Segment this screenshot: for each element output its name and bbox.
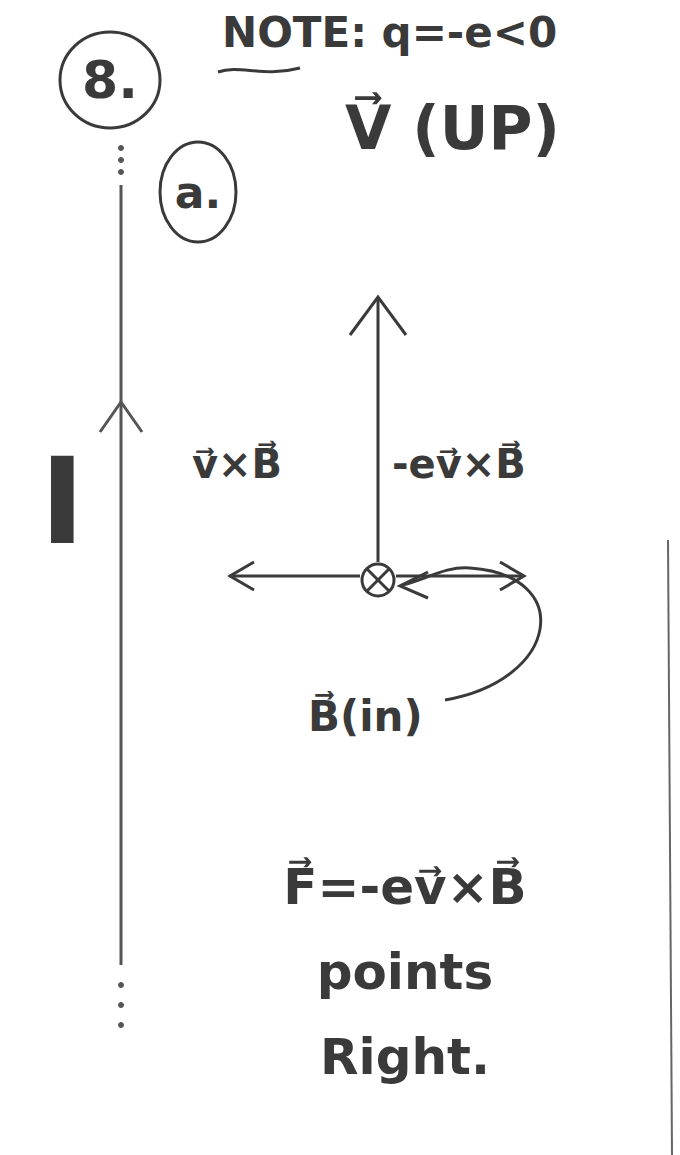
note: NOTE: q=-e<0	[222, 8, 557, 58]
callout-circle: 8.	[56, 28, 164, 132]
vector-label: B⃗(in)	[308, 692, 423, 742]
leader-curve	[400, 568, 541, 700]
field-into-page-symbol	[362, 564, 394, 596]
result-note: F⃗=-ev⃗×B⃗ points Right.	[245, 845, 565, 1100]
current-label: I	[40, 430, 85, 574]
note-underline	[218, 68, 300, 72]
callout-number: a.	[175, 167, 221, 218]
callout-circle: a.	[156, 138, 240, 246]
callout-number: 8.	[82, 50, 138, 110]
vector-label: V⃗ (UP)	[345, 92, 560, 164]
vector-label: -ev⃗×B⃗	[392, 440, 526, 488]
velocity-arrow	[350, 297, 406, 562]
force-arrows	[230, 562, 524, 590]
wire	[100, 146, 142, 1028]
vector-label: v⃗×B⃗	[192, 440, 282, 488]
margin-line	[668, 540, 672, 1155]
